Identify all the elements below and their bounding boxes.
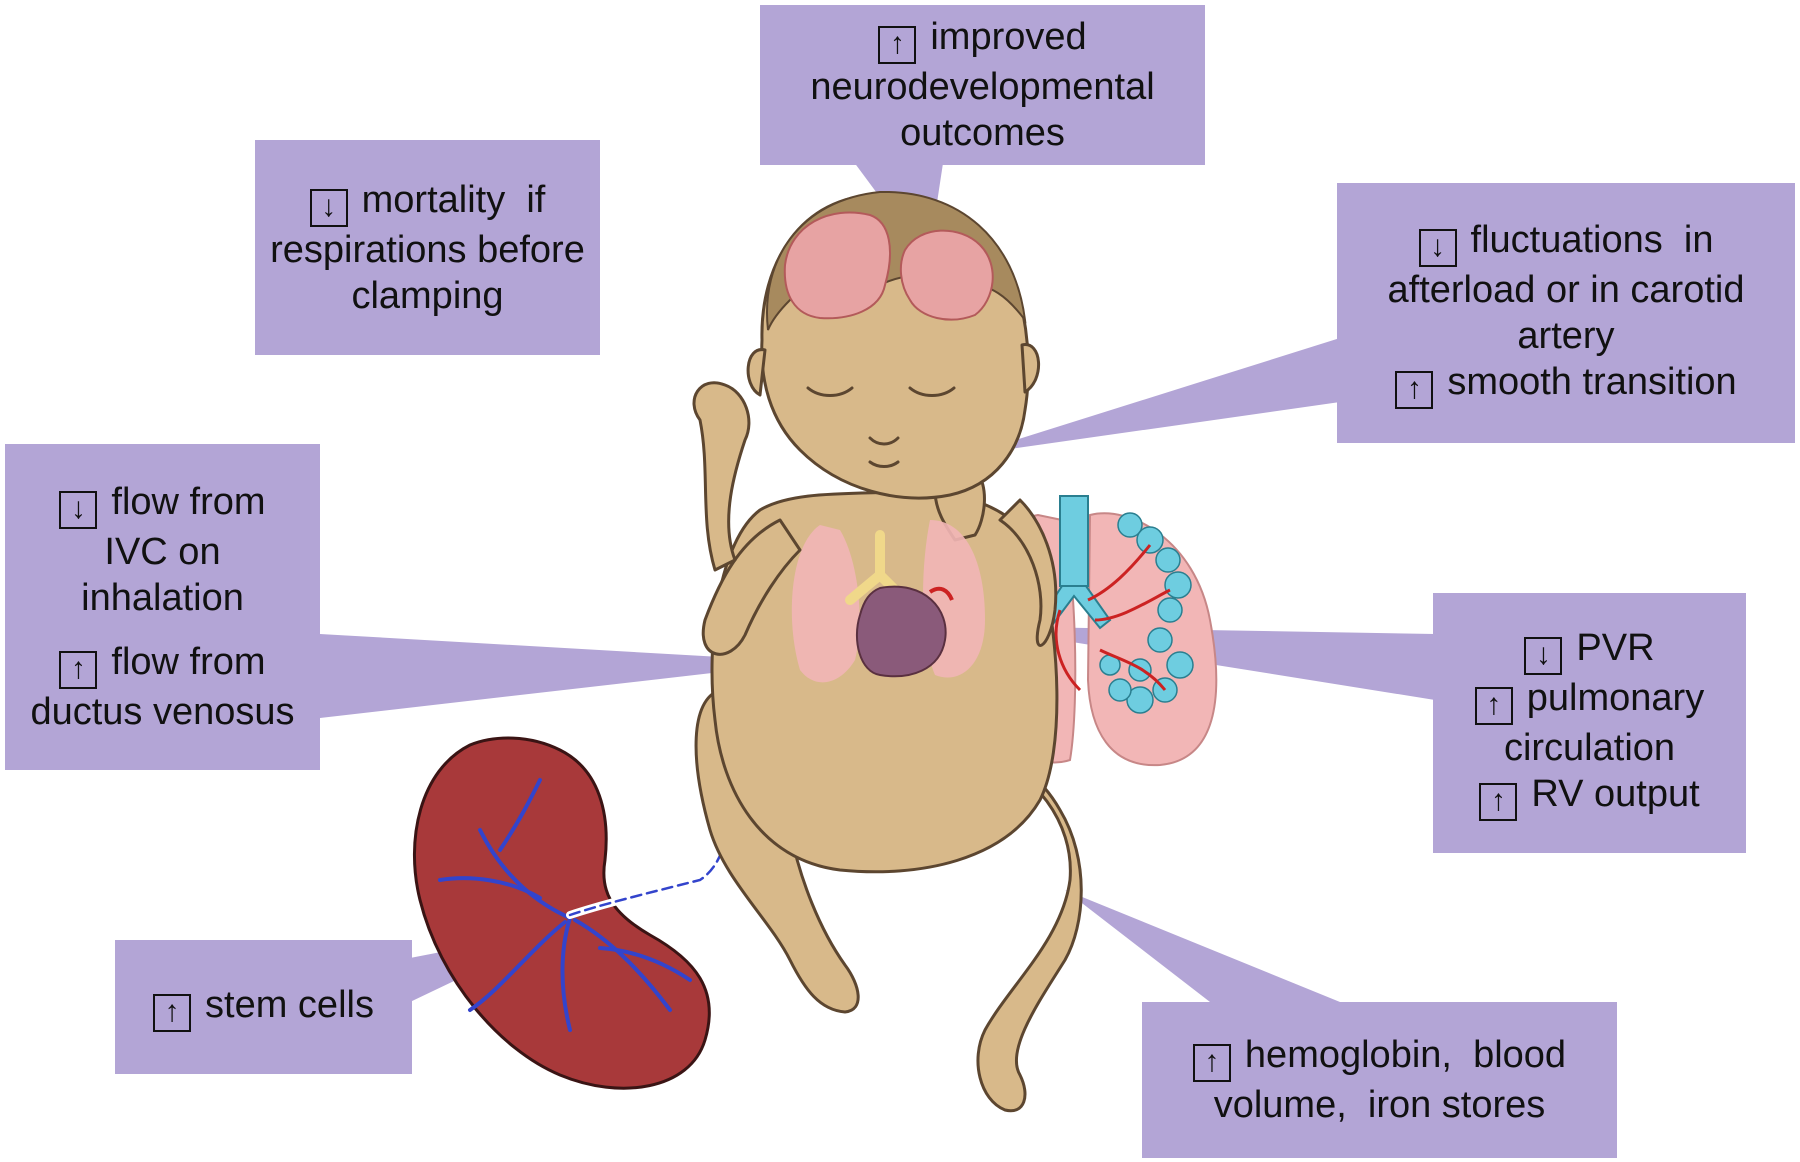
arrow-up-icon: ↑: [1192, 1044, 1231, 1082]
callout-line: neurodevelopmental: [810, 64, 1154, 110]
callout-line: ↓ flow from: [59, 479, 266, 529]
callout-text: pulmonary: [1526, 677, 1705, 719]
placenta-illustration: [413, 736, 711, 1090]
callout-line: ↑ stem cells: [153, 982, 374, 1032]
callout-text: hemoglobin, blood: [1244, 1034, 1567, 1076]
pointer-ivc: [320, 634, 808, 718]
callout-line: respirations before: [270, 227, 585, 273]
callout-line: ↓ mortality if: [309, 177, 546, 227]
callout-text: volume, iron stores: [1213, 1084, 1546, 1126]
callout-hemoglobin: ↑ hemoglobin, blood volume, iron stores: [1142, 1002, 1617, 1158]
callout-line: ↓ PVR: [1524, 625, 1655, 675]
pointer-fluctuations: [968, 338, 1340, 455]
callout-line: ↑ pulmonary: [1474, 675, 1705, 725]
callout-text: smooth transition: [1447, 361, 1737, 403]
callout-text: artery: [1517, 315, 1615, 357]
arrow-up-icon: ↑: [878, 26, 917, 64]
callout-line: volume, iron stores: [1214, 1082, 1546, 1128]
callout-text: PVR: [1576, 627, 1655, 669]
callout-line: inhalation: [81, 575, 244, 621]
callout-text: RV output: [1531, 773, 1700, 815]
callout-line: ↑ improved: [878, 14, 1087, 64]
callout-line: ↓ fluctuations in: [1418, 217, 1714, 267]
arrow-down-icon: ↓: [1418, 229, 1457, 267]
brain: [783, 211, 994, 321]
callout-line: clamping: [351, 273, 503, 319]
callout-line: ↑ flow from: [59, 639, 266, 689]
callout-text: neurodevelopmental: [810, 66, 1155, 108]
callout-line: IVC on: [104, 529, 220, 575]
arrow-down-icon: ↓: [1524, 637, 1563, 675]
callout-text: outcomes: [900, 112, 1065, 154]
callout-text: respirations before: [270, 228, 585, 271]
callout-line: outcomes: [900, 110, 1065, 156]
callout-text: fluctuations in: [1470, 219, 1714, 261]
arrow-up-icon: ↑: [153, 994, 192, 1032]
callout-text: IVC on: [104, 531, 221, 573]
arrow-up-icon: ↑: [1474, 687, 1513, 725]
arrow-down-icon: ↓: [59, 491, 98, 529]
callout-text: inhalation: [81, 577, 244, 619]
callout-text: mortality if: [361, 178, 546, 221]
callout-line: circulation: [1504, 725, 1675, 771]
organs: [791, 520, 985, 683]
callout-line: ↑ hemoglobin, blood: [1192, 1032, 1567, 1082]
callout-text: flow from: [111, 481, 266, 523]
callout-text: ductus venosus: [30, 691, 295, 733]
callout-text: circulation: [1503, 727, 1676, 769]
callout-line: ↑ smooth transition: [1395, 359, 1737, 409]
face: [806, 386, 956, 468]
callout-text: flow from: [111, 641, 266, 683]
callout-line: artery: [1517, 313, 1614, 359]
pointer-hemoglobin: [1065, 890, 1340, 1002]
arrow-up-icon: ↑: [1479, 783, 1518, 821]
callout-line: afterload or in carotid: [1388, 267, 1745, 313]
arrow-down-icon: ↓: [309, 188, 348, 227]
callout-line: ↑ RV output: [1479, 771, 1700, 821]
arrow-up-icon: ↑: [59, 651, 98, 689]
callout-stem-cells: ↑ stem cells: [115, 940, 412, 1074]
callout-text: afterload or in carotid: [1387, 269, 1745, 311]
callout-text: improved: [930, 16, 1087, 58]
callout-text: stem cells: [205, 984, 374, 1026]
callout-text: clamping: [351, 274, 504, 317]
callout-line: ductus venosus: [30, 689, 294, 735]
arrow-up-icon: ↑: [1395, 371, 1434, 409]
